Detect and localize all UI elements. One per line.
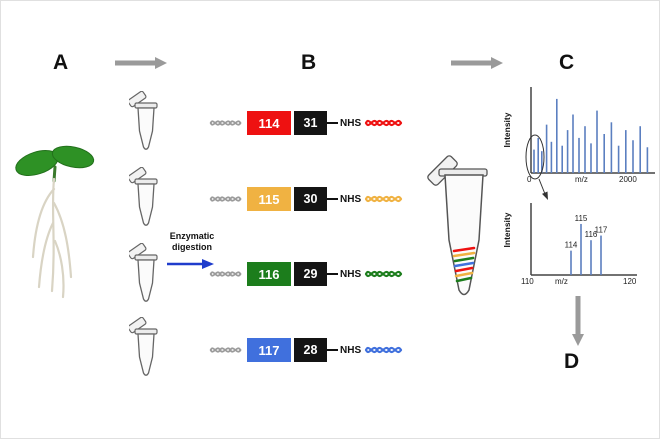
balance-group-box: 28 [294,338,327,362]
balance-group-box: 30 [294,187,327,211]
peptide-squiggle-icon [209,120,242,126]
digestion-label-line1: Enzymatic [169,231,215,241]
tag-connector-line [327,349,338,351]
right-arrow-icon [451,57,503,69]
digestion-label: Enzymatic digestion [159,231,225,254]
peak-label: 116 [585,230,598,239]
itraq-tag-row: 115 30 NHS [209,178,404,220]
labeled-peptide-squiggle-icon [365,195,403,203]
peak-label: 114 [565,241,578,250]
right-arrow-icon [115,57,167,69]
zoom-spectrum-xtick-min: 110 [521,277,534,286]
tag-connector-line [327,122,338,124]
reporter-group-box: 114 [247,111,291,135]
nhs-group-label: NHS [340,193,362,205]
labeled-peptide-squiggle-icon [365,119,403,127]
peptide-squiggle-icon [209,271,242,277]
balance-group-box: 29 [294,262,327,286]
panel-label-d: D [564,350,580,373]
reporter-group-box: 115 [247,187,291,211]
itraq-tag-row: 117 28 NHS [209,329,404,371]
peak-label: 117 [595,226,608,235]
spectrum-xlabel: m/z [575,175,588,184]
panel-label-b: B [301,51,317,74]
nhs-group-label: NHS [340,117,362,129]
zoom-callout-circle [525,134,548,200]
itraq-tag-row: 116 29 NHS [209,253,404,295]
itraq-tag-row: 114 31 NHS [209,102,404,144]
reporter-group-box: 116 [247,262,291,286]
panel-label-c: C [559,51,575,74]
panel-label-a: A [53,51,69,74]
zoom-spectrum-xtick-max: 120 [623,277,637,286]
microcentrifuge-tube-icon [129,317,158,376]
spectrum-xtick-max: 2000 [619,175,637,184]
microcentrifuge-tube-icon [129,91,158,150]
nhs-group-label: NHS [340,344,362,356]
reporter-group-box: 117 [247,338,291,362]
digestion-arrow-icon [167,259,214,269]
digestion-label-line2: digestion [172,242,212,253]
balance-group-box: 31 [294,111,327,135]
tag-connector-line [327,198,338,200]
tag-connector-line [327,273,338,275]
zoom-spectrum-xlabel: m/z [555,277,568,286]
labeled-peptide-squiggle-icon [365,346,403,354]
peak-label: 115 [575,214,588,223]
nhs-group-label: NHS [340,268,362,280]
spectrum-xtick-min: 0 [527,175,532,184]
peptide-squiggle-icon [209,347,242,353]
down-arrow-icon [572,296,584,346]
microcentrifuge-tube-icon [129,243,158,302]
microcentrifuge-tube-icon [129,167,158,226]
labeled-peptide-squiggle-icon [365,270,403,278]
plant-seedling-icon [15,145,95,299]
pooled-sample-tube-icon [427,155,488,296]
full-mass-spectrum [530,87,655,174]
peptide-squiggle-icon [209,196,242,202]
